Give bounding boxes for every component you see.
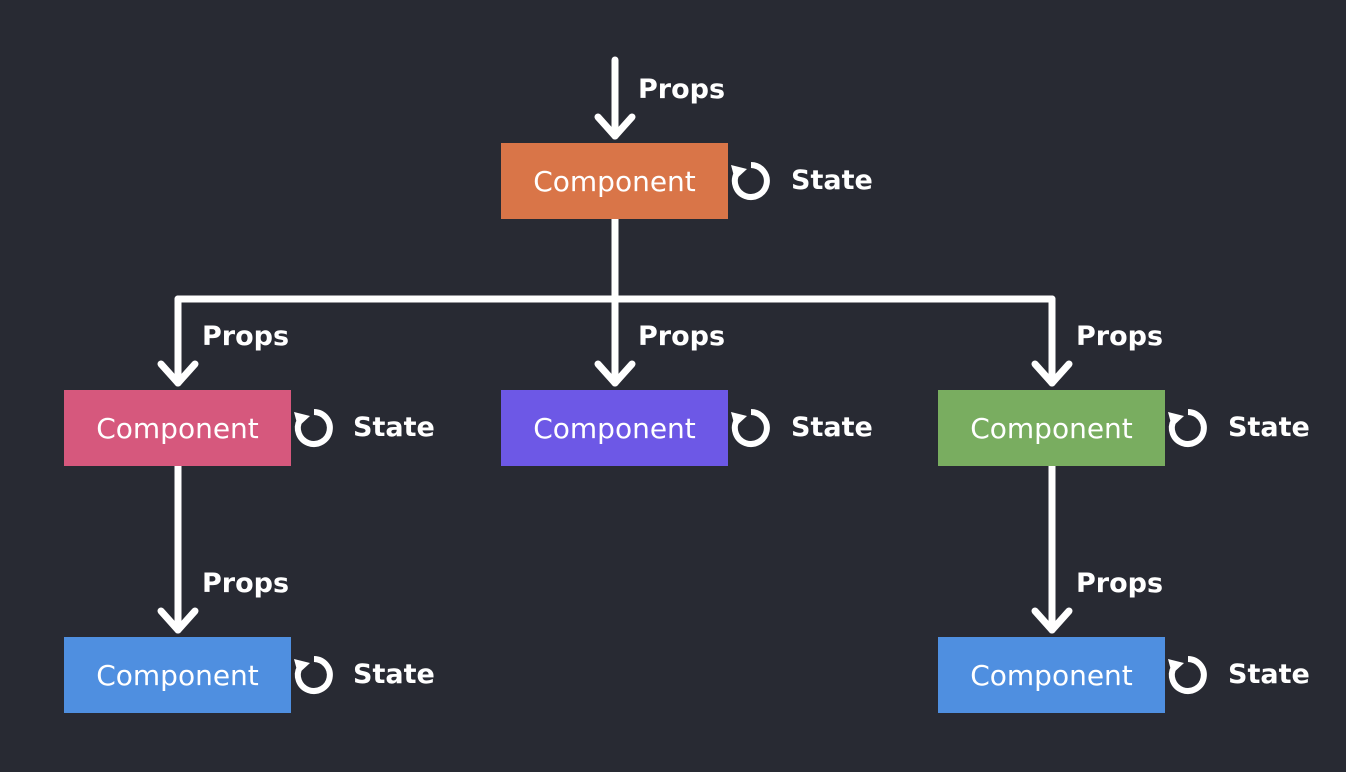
arrowhead-right-grandchild	[1031, 607, 1073, 634]
refresh-cycle-icon	[1168, 409, 1207, 447]
state-label-left-child: State	[353, 412, 435, 443]
component-right-grandchild: Component	[938, 637, 1165, 713]
arrowhead-left-child	[157, 360, 199, 387]
refresh-cycle-icon	[1168, 656, 1207, 694]
props-label-left-grandchild: Props	[202, 568, 290, 599]
state-label-root: State	[791, 165, 873, 196]
state-label-left-grandchild: State	[353, 659, 435, 690]
props-label-left-child: Props	[202, 321, 290, 352]
state-label-right-child: State	[1228, 412, 1310, 443]
props-label-right-grandchild: Props	[1076, 568, 1164, 599]
props-label-middle-child: Props	[638, 321, 726, 352]
refresh-cycle-icon	[731, 162, 770, 200]
component-left-grandchild: Component	[64, 637, 291, 713]
component-root: Component	[501, 143, 728, 219]
arrowhead-root	[594, 113, 636, 140]
props-label-right-child: Props	[1076, 321, 1164, 352]
component-right-child: Component	[938, 390, 1165, 466]
arrowhead-right-child	[1031, 360, 1073, 387]
refresh-cycle-icon	[731, 409, 770, 447]
props-label-root: Props	[638, 74, 726, 105]
arrowhead-middle-child	[594, 360, 636, 387]
state-label-middle-child: State	[791, 412, 873, 443]
component-left-child: Component	[64, 390, 291, 466]
refresh-cycle-icon	[294, 656, 333, 694]
component-middle-child: Component	[501, 390, 728, 466]
arrowhead-left-grandchild	[157, 607, 199, 634]
state-label-right-grandchild: State	[1228, 659, 1310, 690]
refresh-cycle-icon	[294, 409, 333, 447]
